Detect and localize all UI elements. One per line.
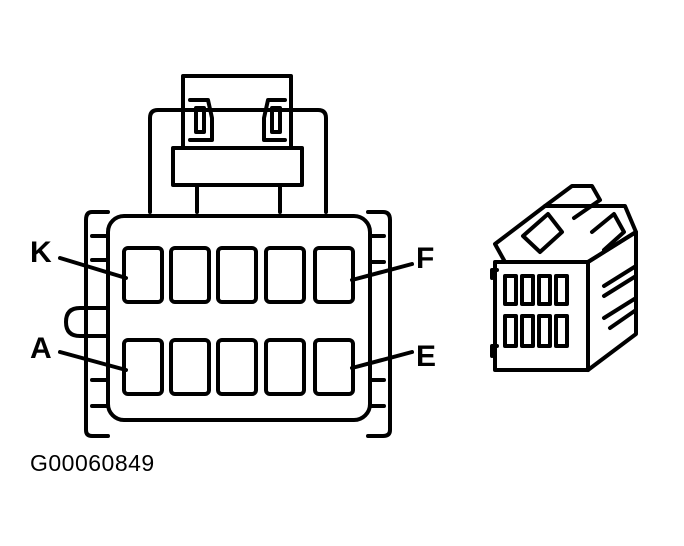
cavity-top-3 — [216, 246, 258, 304]
leader-e — [350, 350, 414, 370]
connector-isometric-view — [490, 184, 638, 372]
cavity-f — [313, 246, 355, 304]
cavity-top-4 — [264, 246, 306, 304]
cavity-bottom-3 — [216, 338, 258, 396]
connector-face — [106, 214, 372, 422]
leader-f — [350, 262, 414, 282]
cavity-e — [313, 338, 355, 396]
latch-tab — [181, 74, 293, 150]
leader-k — [58, 256, 128, 280]
left-ear — [84, 210, 110, 438]
latch-housing — [148, 108, 328, 214]
cavity-bottom-2 — [169, 338, 211, 396]
connector-front-view — [58, 74, 414, 438]
cavity-a — [122, 338, 164, 396]
pin-label-a: A — [30, 332, 52, 365]
latch-clip-right — [262, 98, 287, 142]
pin-label-e: E — [416, 340, 436, 373]
figure-id: G00060849 — [30, 450, 155, 476]
latch-clip-left — [188, 98, 214, 142]
pin-label-k: K — [30, 236, 52, 269]
right-ear — [366, 210, 392, 438]
cavity-top-2 — [169, 246, 211, 304]
cavity-bottom-4 — [264, 338, 306, 396]
latch-bar — [171, 146, 304, 187]
polarization-key — [64, 306, 110, 338]
cavity-k — [122, 246, 164, 304]
leader-a — [58, 350, 128, 372]
pin-label-f: F — [416, 242, 434, 275]
